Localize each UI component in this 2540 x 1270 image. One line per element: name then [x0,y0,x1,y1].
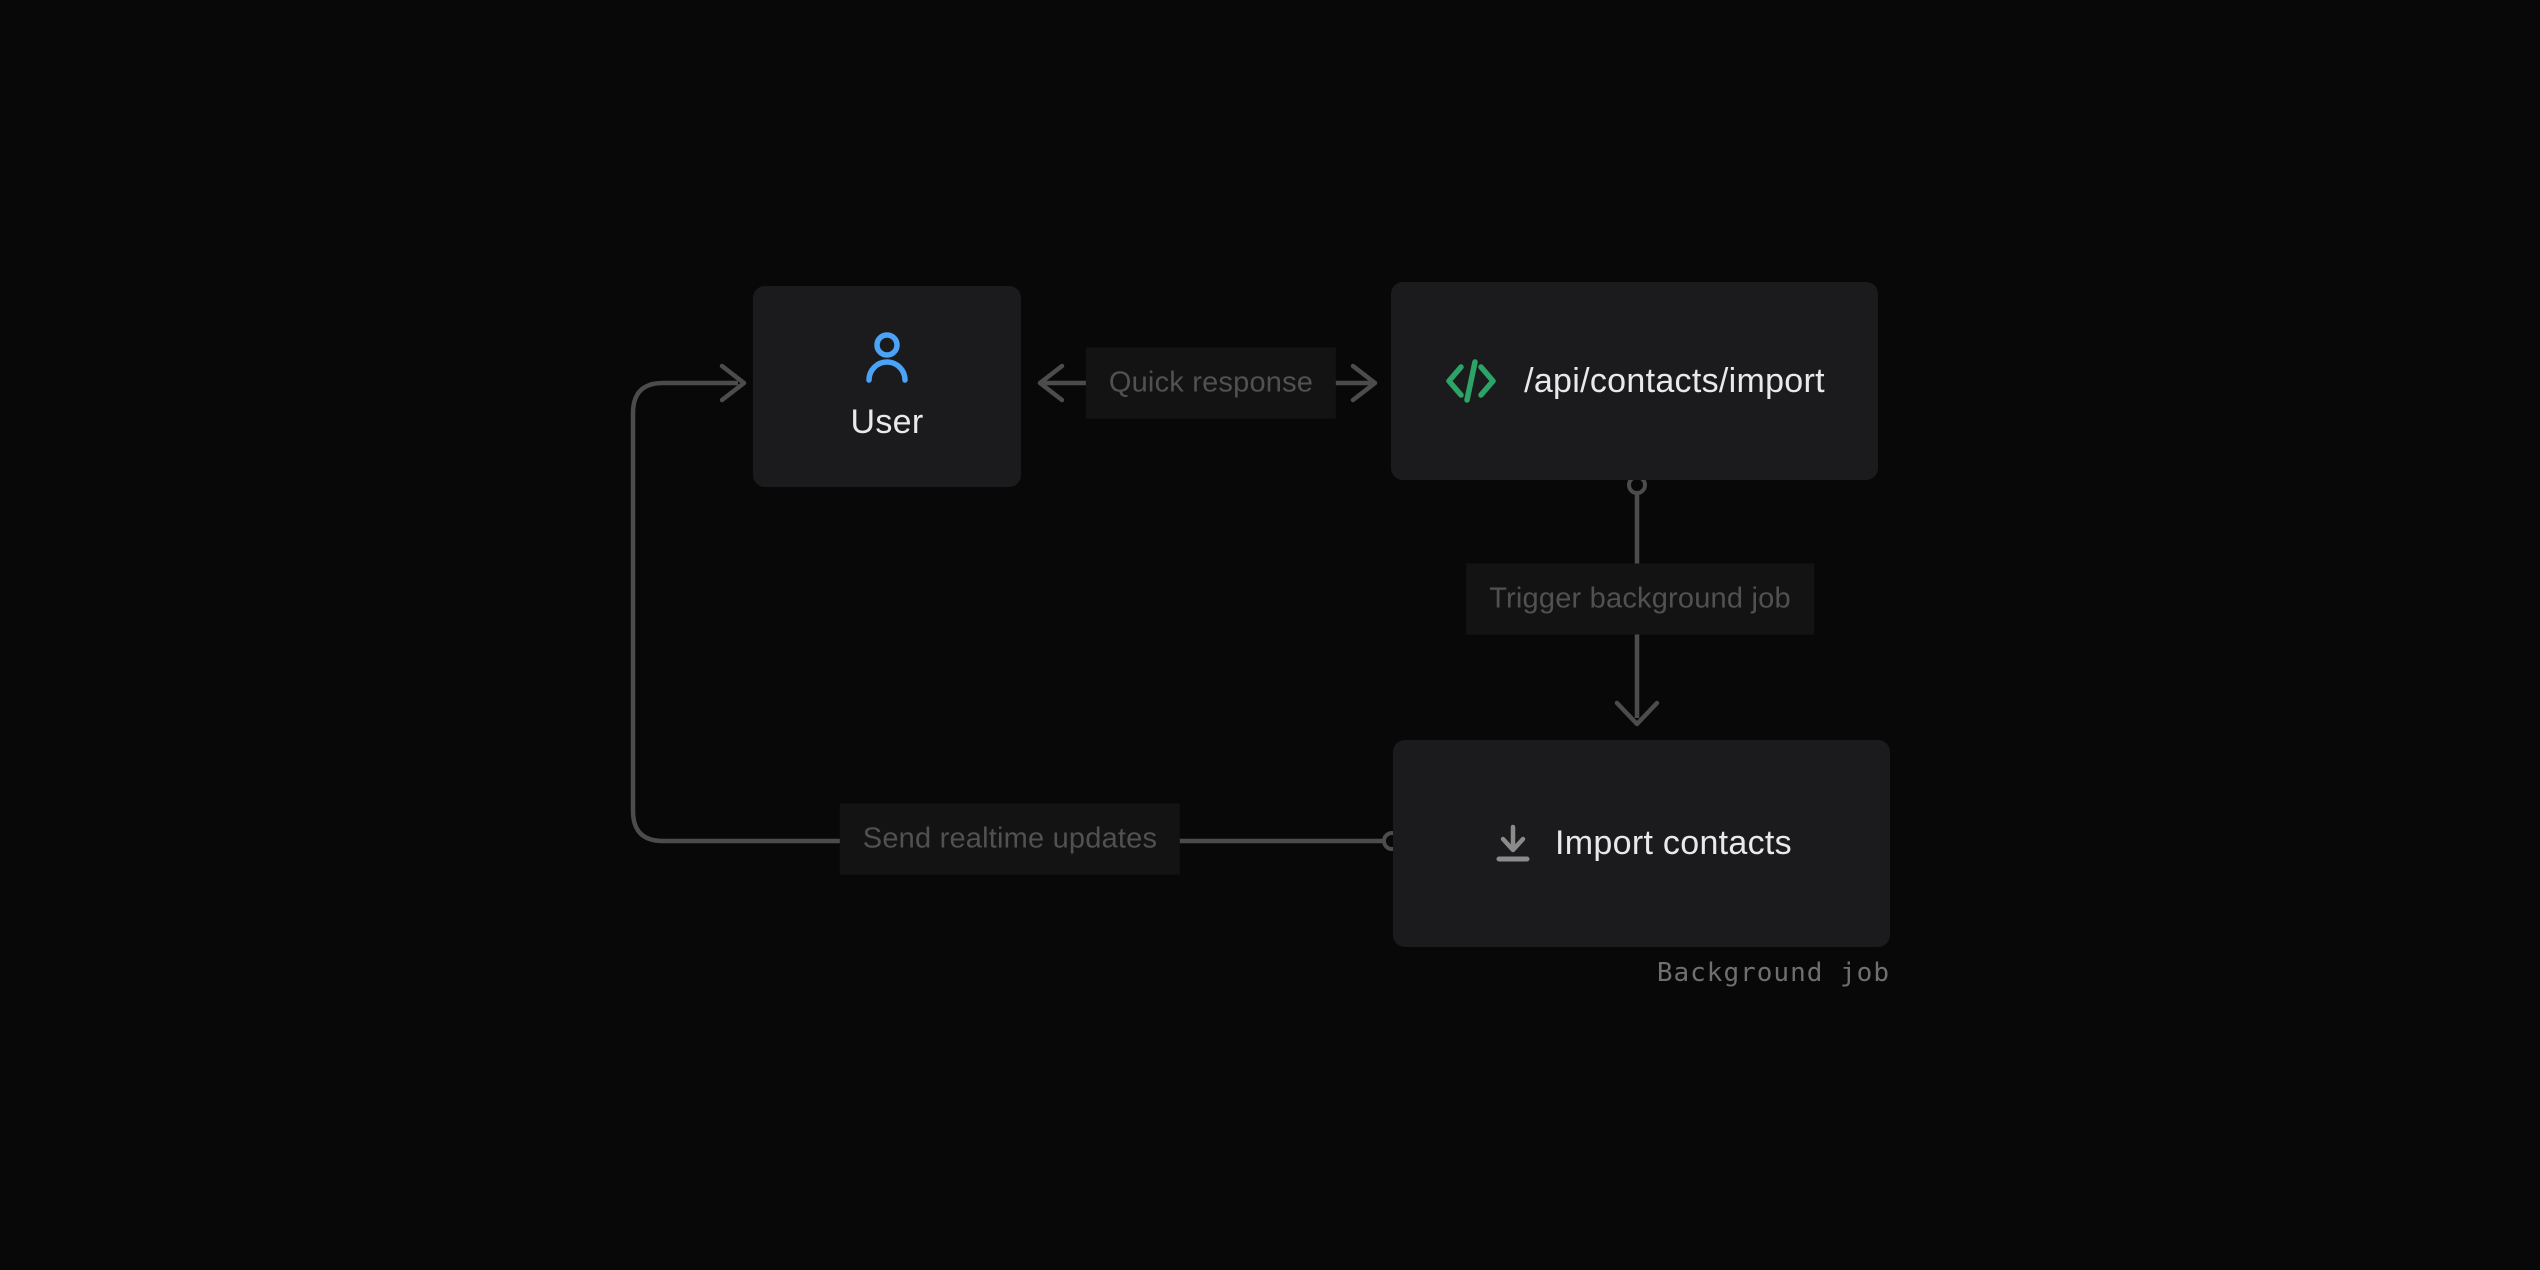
job-node-label: Import contacts [1555,824,1792,862]
node-user[interactable]: User [753,286,1021,487]
node-import-contacts[interactable]: Import contacts [1393,740,1890,947]
code-icon [1444,358,1498,404]
edge-label-send-realtime-updates[interactable]: Send realtime updates [839,803,1181,875]
edge-label-trigger-background-job[interactable]: Trigger background job [1466,563,1814,635]
background-job-annotation[interactable]: Background job [1656,958,1890,988]
api-node-label: /api/contacts/import [1524,361,1825,400]
user-icon [863,331,911,385]
user-node-label: User [850,403,924,441]
download-icon [1491,822,1535,866]
node-api-endpoint[interactable]: /api/contacts/import [1391,282,1878,480]
edge-label-quick-response[interactable]: Quick response [1085,347,1337,419]
